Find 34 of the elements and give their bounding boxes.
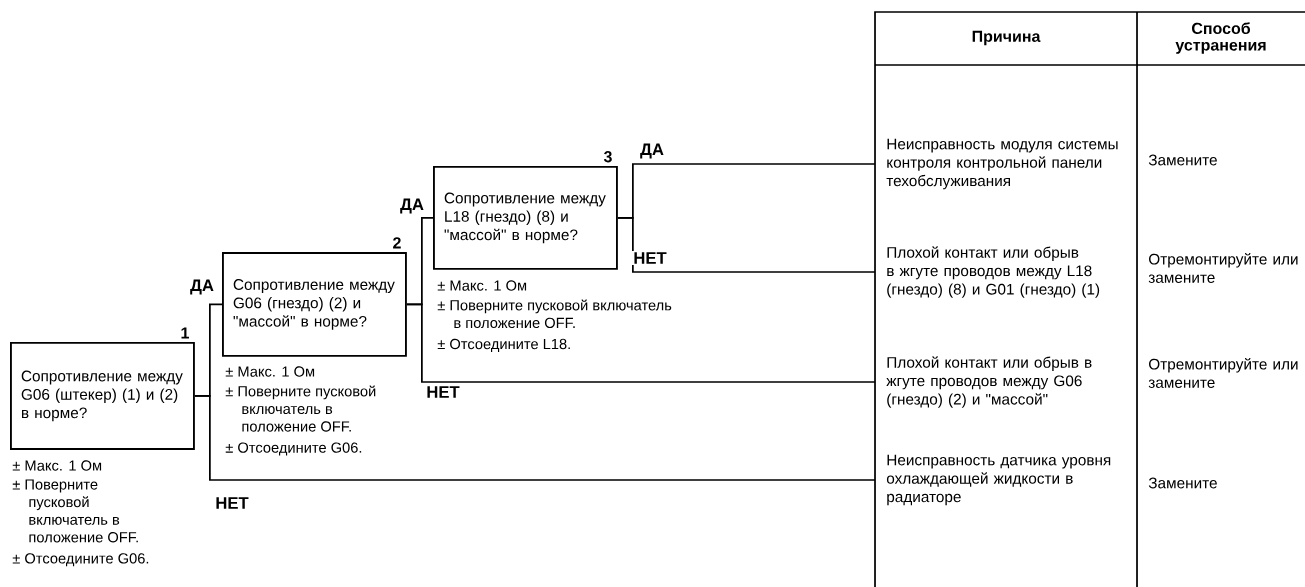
- edge-label: НЕТ: [214, 495, 250, 511]
- question-box: Сопротивление между L18 (гнездо) (8) и "массой" в норме?: [433, 166, 618, 270]
- connector-line: [406, 303, 876, 383]
- question-box: Сопротивление между G06 (гнездо) (2) и "массой" в норме?: [222, 252, 407, 357]
- note-item: ± Поверните пусковой включатель в положение OFF.: [12, 479, 138, 543]
- note-item: ± Отсоедините G06.: [225, 442, 362, 456]
- note-item: ± Отсоедините G06.: [12, 553, 149, 567]
- remedy-text: Замените: [1148, 154, 1217, 166]
- note-item: ± Поверните пусковой включатель в положение OFF.: [225, 385, 376, 432]
- question-box: Сопротивление между G06 (штекер) (1) и (2) в норме?: [10, 342, 195, 450]
- column-header: Причина: [972, 30, 1041, 46]
- cause-text: Неисправность датчика уровня охлаждающей жидкости в радиаторе: [886, 454, 1111, 506]
- remedy-text: Отремонтируйте или замените: [1148, 253, 1298, 283]
- note-item: ± Поверните пусковой включатель в положение OFF.: [437, 299, 672, 329]
- remedy-text: Отремонтируйте или замените: [1148, 358, 1298, 388]
- note-item: ± Макс. 1 Ом: [437, 280, 527, 291]
- cause-text: Плохой контакт или обрыв в жгуте проводов между G06 (гнездо) (2) и "массой": [886, 356, 1092, 408]
- note-item: ± Отсоедините L18.: [437, 338, 570, 352]
- cause-text: Плохой контакт или обрыв в жгуте проводов между L18 (гнездо) (8) и G01 (гнездо) (1): [887, 246, 1100, 298]
- edge-label: НЕТ: [632, 250, 668, 266]
- edge-label: ДА: [638, 142, 666, 160]
- edge-label: ДА: [188, 278, 216, 296]
- step-number: 2: [393, 237, 401, 249]
- note-item: ± Макс. 1 Ом: [12, 460, 102, 471]
- note-item: ± Макс. 1 Ом: [225, 366, 315, 377]
- edge-label: ДА: [398, 197, 426, 215]
- edge-label: НЕТ: [425, 384, 461, 400]
- connector-line: [194, 395, 876, 481]
- step-number: 1: [181, 327, 189, 339]
- remedy-text: Замените: [1148, 477, 1217, 489]
- step-number: 3: [603, 151, 612, 163]
- column-header: Способ устранения: [1175, 22, 1266, 54]
- cause-text: Неисправность модуля системы контроля контрольной панели техобслуживания: [886, 138, 1118, 190]
- connector-line: [617, 217, 876, 273]
